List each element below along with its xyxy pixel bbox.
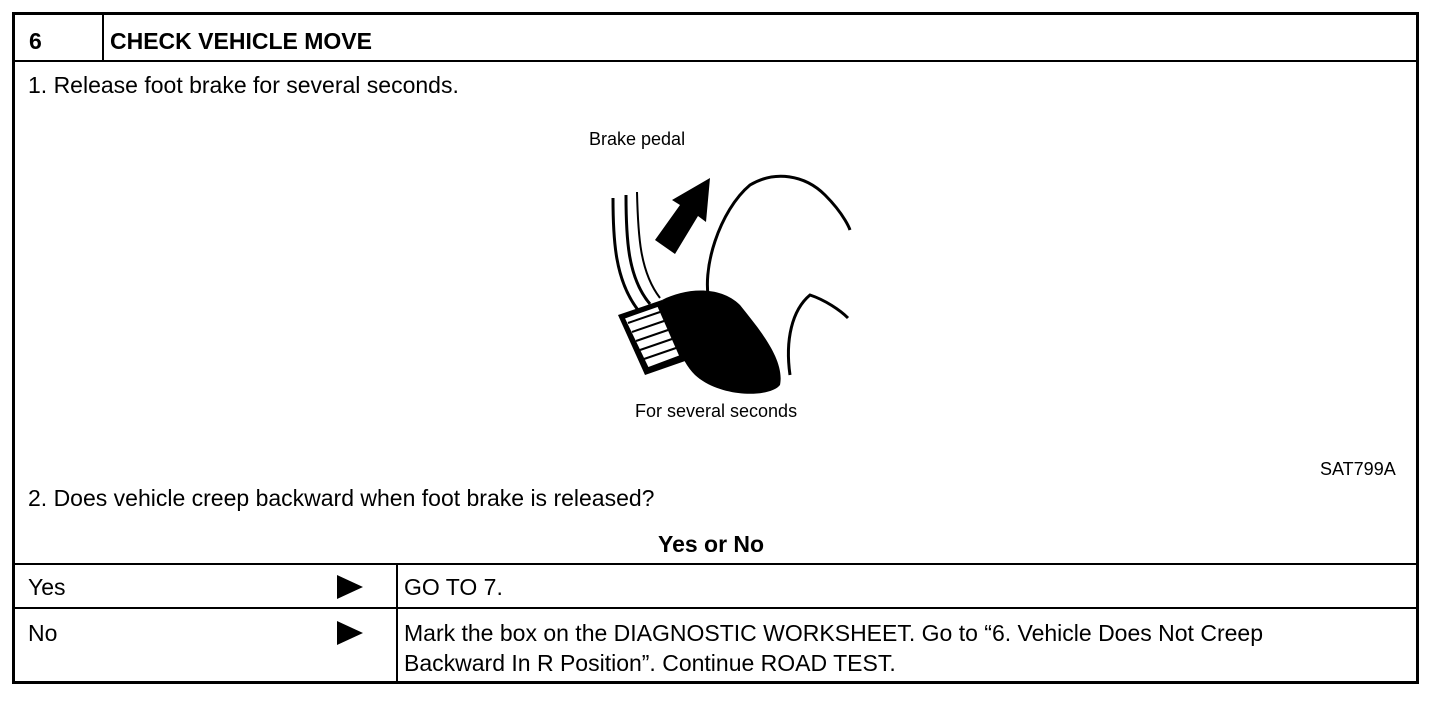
answer-yes-result: GO TO 7. xyxy=(404,574,503,600)
diagnostic-step-table: 6 CHECK VEHICLE MOVE 1. Release foot bra… xyxy=(12,12,1419,684)
answer-no-result-line-1: Mark the box on the DIAGNOSTIC WORKSHEET… xyxy=(404,620,1263,646)
pedal-pad-icon xyxy=(618,300,688,375)
answer-no-arrow-icon xyxy=(337,621,363,645)
header-divider xyxy=(102,15,104,60)
header-bottom-rule xyxy=(15,60,1416,62)
answers-top-rule xyxy=(15,563,1416,565)
answer-no-label: No xyxy=(28,620,58,646)
brake-pedal-illustration xyxy=(611,174,852,394)
figure-id: SAT799A xyxy=(1320,459,1396,479)
answer-yes-arrow-icon xyxy=(337,575,363,599)
answer-yes-label: Yes xyxy=(28,574,66,600)
figure-label-brake-pedal: Brake pedal xyxy=(589,129,686,149)
yes-or-no-header: Yes or No xyxy=(658,531,765,557)
instruction-item-2: 2. Does vehicle creep backward when foot… xyxy=(28,485,655,511)
step-number: 6 xyxy=(29,28,42,54)
instruction-item-1: 1. Release foot brake for several second… xyxy=(28,72,459,98)
step-title: CHECK VEHICLE MOVE xyxy=(110,28,372,54)
answers-middle-rule xyxy=(15,607,1416,609)
answers-column-divider xyxy=(396,563,398,684)
figure-label-for-several-seconds: For several seconds xyxy=(635,401,798,421)
release-arrow-icon xyxy=(655,178,710,254)
answer-no-result-line-2: Backward In R Position”. Continue ROAD T… xyxy=(404,650,896,676)
shoe-icon xyxy=(662,290,781,394)
